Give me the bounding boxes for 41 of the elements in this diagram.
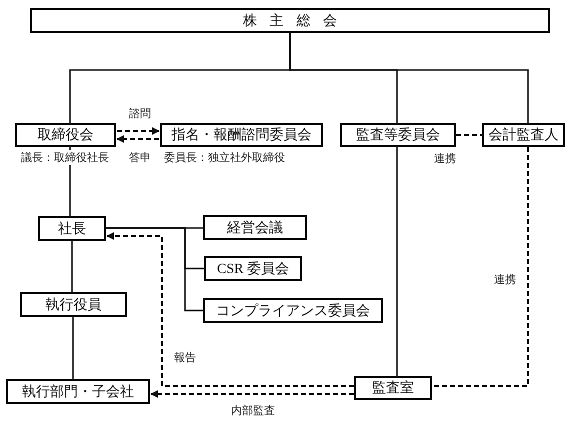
org-box: [482, 123, 565, 147]
connector-line: [456, 134, 482, 136]
org-box: [6, 379, 150, 404]
edge-label: 連携: [433, 151, 457, 166]
box-label: 監査等委員会: [356, 126, 440, 144]
org-box: [38, 216, 106, 241]
box-label: コンプライアンス委員会: [216, 302, 370, 320]
edge-label: 内部監査: [230, 403, 276, 418]
box-label: 会計監査人: [488, 126, 558, 144]
box-label: CSR 委員会: [217, 260, 289, 278]
org-box: [340, 123, 456, 147]
org-box: [203, 298, 383, 323]
box-label: 経営会議: [227, 219, 283, 236]
connector-line: [289, 33, 529, 123]
box-label: 株主総会: [243, 12, 350, 30]
org-box: [354, 376, 432, 400]
edge-label: 連携: [493, 272, 517, 287]
box-label: 執行役員: [46, 296, 102, 314]
arrow: [150, 390, 354, 398]
org-box: [204, 256, 302, 281]
connector-line: [396, 147, 398, 376]
arrow: [117, 127, 160, 135]
connector-line: [106, 227, 203, 312]
role-note: 委員長：独立社外取締役: [164, 150, 285, 165]
edge-label: 報告: [173, 350, 197, 365]
org-box: [20, 292, 127, 317]
box-label: 執行部門・子会社: [22, 384, 134, 400]
connector-line: [72, 317, 74, 379]
role-note: 議長：取締役社長: [21, 150, 109, 165]
box-label: 指名・報酬諮問委員会: [172, 126, 312, 144]
org-box: [30, 8, 550, 33]
arrow: [106, 232, 354, 387]
box-label: 取締役会: [38, 126, 94, 144]
edge-label: 答申: [128, 150, 152, 165]
edge-label: 諮問: [128, 106, 152, 121]
connector-line: [432, 147, 529, 387]
arrow: [116, 135, 159, 143]
box-label: 監査室: [372, 379, 414, 397]
connector-line: [71, 241, 73, 292]
org-box: [203, 215, 307, 240]
box-label: 社長: [58, 220, 86, 238]
